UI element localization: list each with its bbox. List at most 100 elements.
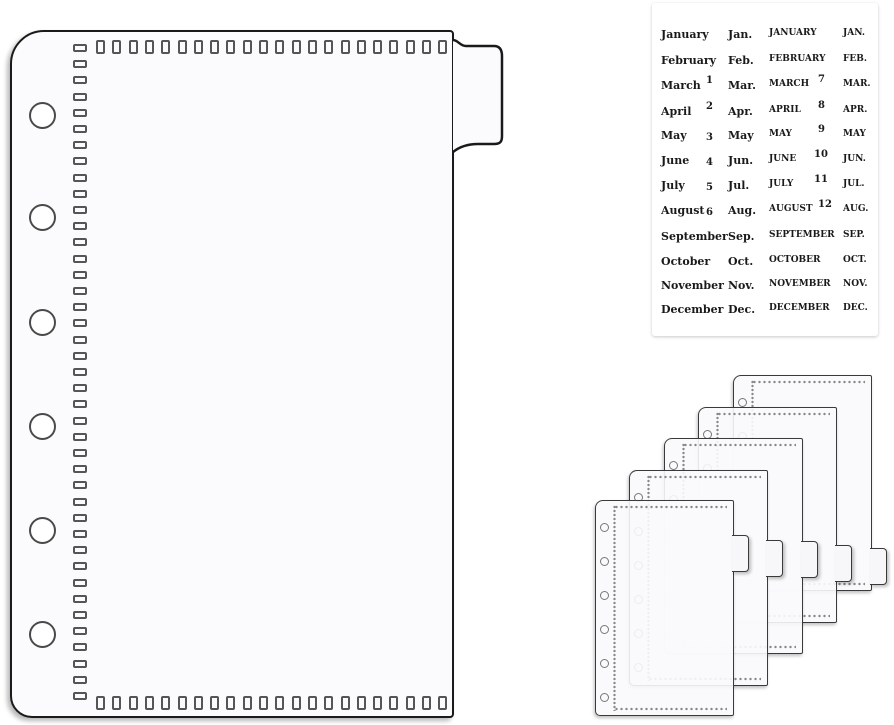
month-sticker: Jun.: [728, 154, 754, 167]
month-sticker: NOVEMBER: [769, 279, 831, 289]
month-sticker: August: [661, 204, 705, 217]
punch-hole: [738, 397, 747, 407]
perforation-row: [752, 380, 865, 384]
perforation-rect: [259, 696, 268, 710]
perforation-rect: [373, 696, 383, 710]
month-sticker: July: [661, 179, 685, 192]
perforation-rect: [73, 675, 87, 684]
perforation-rect: [226, 696, 236, 710]
perforation-rect: [128, 696, 138, 710]
perforation-row: [614, 505, 727, 509]
month-sticker: DEC.: [843, 303, 868, 313]
month-sticker: January: [661, 28, 709, 41]
punch-hole: [669, 460, 678, 470]
month-sticker: JULY: [769, 179, 794, 189]
perforation-rect: [324, 40, 334, 54]
month-sticker: JANUARY: [769, 28, 817, 38]
month-sticker: June: [661, 154, 690, 167]
mini-divider-tab: [870, 548, 887, 585]
perforation-rect: [73, 287, 87, 295]
perforation-rect: [210, 696, 220, 710]
month-sticker: NOV.: [843, 279, 868, 289]
perforation-rect: [242, 40, 252, 54]
perforation-rect: [128, 40, 138, 54]
perforation-rect: [73, 368, 87, 376]
perforation-rect: [405, 40, 415, 54]
perforation-rect: [373, 40, 383, 54]
month-sticker: AUGUST: [769, 204, 813, 214]
perforation-rect: [193, 40, 203, 54]
month-sticker: SEP.: [843, 230, 865, 240]
perforation-rect: [73, 108, 87, 117]
mini-divider-tab: [801, 541, 818, 578]
perforation-rect: [73, 692, 87, 700]
punch-hole: [600, 590, 609, 600]
perforation-rect: [73, 594, 87, 603]
number-sticker: 7: [818, 74, 825, 85]
perforation-row: [648, 475, 761, 479]
month-sticker: Dec.: [728, 303, 756, 316]
month-sticker: OCT.: [843, 255, 867, 265]
perforation-rect: [144, 40, 154, 54]
month-sticker: JAN.: [843, 28, 866, 38]
perforation-rect: [422, 696, 431, 710]
mini-divider-tab: [732, 535, 749, 572]
perforation-rect: [73, 643, 87, 652]
punch-hole: [28, 516, 56, 544]
perforation-rect: [73, 92, 87, 101]
number-sticker: 5: [706, 182, 713, 193]
divider-tab: [452, 38, 504, 153]
perforation-rect: [340, 40, 350, 54]
month-sticker: APR.: [843, 105, 868, 115]
punch-hole: [28, 308, 56, 336]
mini-pocket-sheet: [595, 500, 734, 716]
month-sticker: JUL.: [843, 179, 865, 189]
month-sticker: MAR.: [843, 79, 871, 89]
month-sticker: May: [728, 129, 754, 142]
perforation-rect: [422, 40, 431, 54]
perforation-rect: [389, 40, 399, 54]
punch-hole: [28, 101, 56, 129]
month-sticker: Nov.: [728, 279, 755, 292]
perforation-rect: [210, 40, 220, 54]
number-sticker: 9: [818, 124, 825, 135]
perforation-rect: [73, 351, 87, 360]
month-sticker: SEPTEMBER: [769, 230, 835, 240]
mini-divider-tab: [766, 540, 783, 577]
punch-hole: [600, 658, 609, 668]
perforation-rect: [73, 497, 87, 506]
perforation-rect: [73, 141, 87, 150]
perforation-row: [717, 412, 830, 416]
month-sticker: JUN.: [843, 154, 866, 164]
perforation-rect: [161, 696, 171, 710]
perforation-rect: [275, 40, 285, 54]
perforation-rect: [73, 189, 87, 198]
perforation-rect: [73, 416, 87, 425]
month-sticker: JUNE: [769, 154, 797, 164]
perforation-rect: [73, 44, 87, 52]
mini-divider-tab: [835, 545, 852, 582]
perforation-rect: [307, 696, 317, 710]
perforation-rect: [73, 400, 87, 409]
perforation-rect: [324, 696, 334, 710]
month-sticker: Aug.: [728, 204, 757, 217]
perforation-rect: [438, 40, 448, 54]
perforation-rect: [73, 76, 87, 85]
perforation-rect: [73, 611, 87, 619]
number-sticker: 11: [814, 174, 828, 185]
perforation-rect: [73, 627, 87, 636]
month-sticker: AUG.: [843, 204, 869, 214]
month-sticker: FEBRUARY: [769, 54, 826, 64]
perforation-rect: [291, 696, 301, 710]
perforation-rect: [73, 513, 87, 522]
perforation-rect: [73, 125, 87, 133]
perforation-rect: [356, 40, 366, 54]
perforation-rect: [96, 40, 105, 54]
perforation-rect: [73, 335, 87, 344]
punch-hole: [600, 522, 609, 532]
perforation-rect: [73, 173, 87, 182]
perforation-rect: [73, 659, 87, 668]
perforation-rect: [73, 254, 87, 263]
perforation-rect: [73, 303, 87, 312]
